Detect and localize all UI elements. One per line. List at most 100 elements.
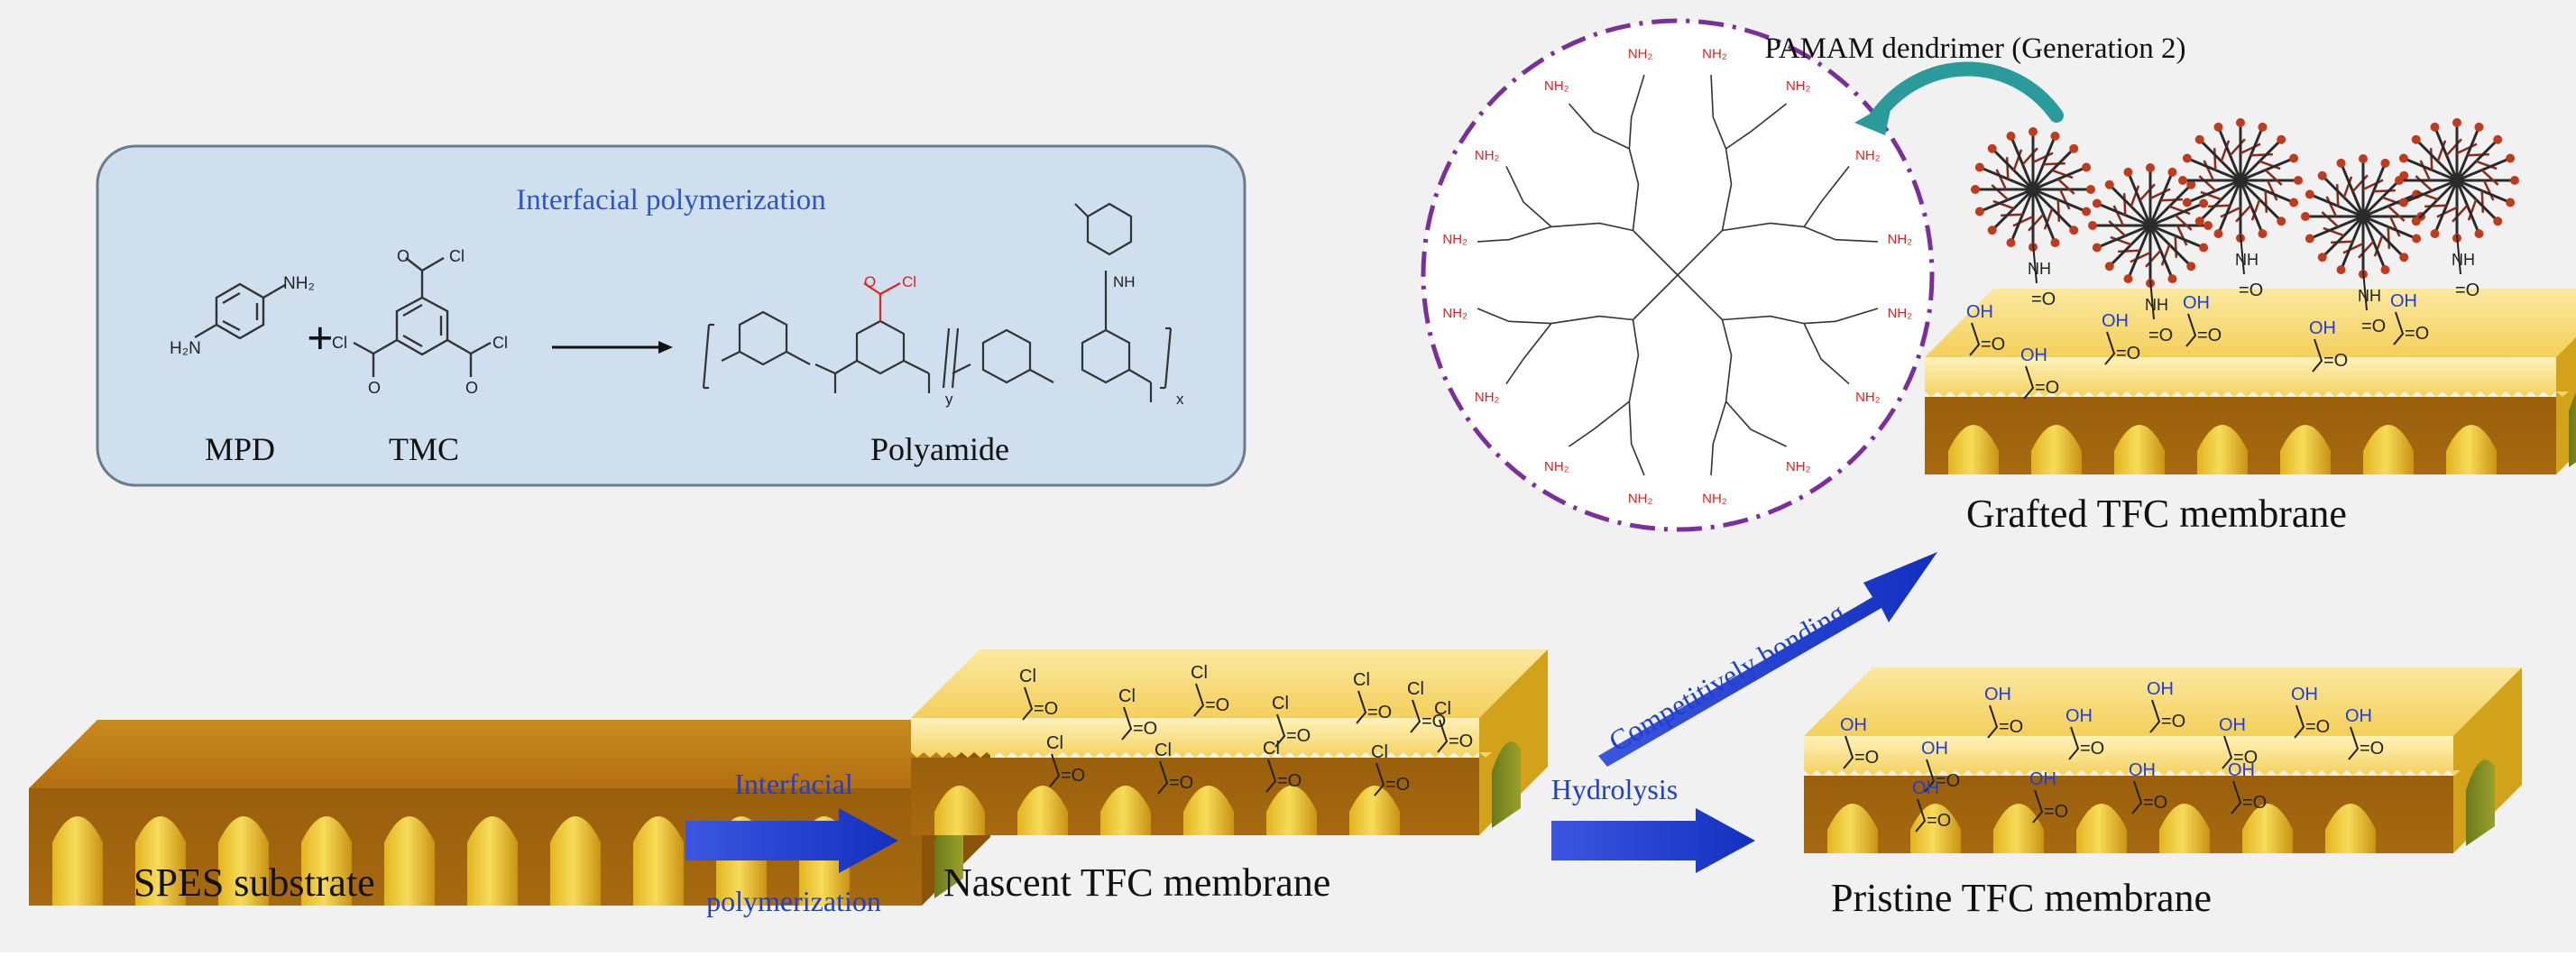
terminal-amine: NH₂ — [1888, 232, 1913, 247]
dendrimer-bonds — [1477, 74, 1879, 476]
terminal-amine: NH₂ — [1855, 148, 1881, 163]
svg-text:OH: OH — [2390, 291, 2417, 311]
svg-text:=O: =O — [2305, 717, 2330, 737]
svg-text:=O: =O — [1981, 335, 2005, 354]
svg-text:=O: =O — [2323, 351, 2348, 371]
tmc-label: TMC — [389, 431, 459, 467]
svg-text:OH: OH — [2309, 318, 2336, 338]
competitive-bonding-arrow[interactable] — [1598, 552, 1937, 767]
svg-text:OH: OH — [2029, 769, 2056, 789]
terminal-amine: NH₂ — [1888, 306, 1913, 321]
hydroxyl-group: OH=O — [2020, 345, 2059, 400]
reaction-arrow — [552, 341, 673, 354]
hydroxyl-group: OH =O — [2228, 760, 2267, 814]
hydroxyl-group: OH =O — [2129, 760, 2167, 814]
svg-text:=O: =O — [1385, 775, 1410, 795]
terminal-amine: NH₂ — [1702, 46, 1727, 61]
svg-text:OH: OH — [2147, 679, 2174, 699]
hydroxyl-group: OH=O — [1840, 715, 1879, 769]
interfacial-arrow[interactable] — [685, 808, 898, 873]
nascent-label: Nascent TFC membrane — [943, 860, 1330, 905]
grafted-dendrimer: NH =O — [2088, 163, 2213, 345]
hydroxyl-group: OH=O — [2390, 291, 2429, 345]
hydroxyl-group: OH=O — [2147, 679, 2185, 733]
acyl-chloride-group: Cl =O — [1353, 670, 1392, 724]
polyamide-subscript-x: x — [1176, 391, 1184, 408]
svg-text:=O: =O — [2143, 793, 2167, 813]
polyamide-label: Polyamide — [870, 431, 1009, 467]
grafted-label: Grafted TFC membrane — [1966, 492, 2347, 536]
terminal-amine: NH₂ — [1855, 390, 1881, 405]
svg-text:NH: NH — [2028, 260, 2051, 278]
polyamide-structure — [702, 202, 1173, 402]
tmc-o-right: O — [465, 379, 478, 397]
plus-sign: + — [307, 313, 334, 364]
svg-text:=O: =O — [1034, 699, 1058, 719]
svg-text:NH: NH — [2452, 251, 2475, 269]
tmc-structure — [353, 256, 492, 377]
svg-text:=O: =O — [1936, 771, 1960, 791]
svg-text:=O: =O — [2080, 739, 2104, 759]
svg-text:=O: =O — [2239, 281, 2263, 300]
svg-text:=O: =O — [2031, 290, 2056, 309]
svg-text:=O: =O — [1421, 712, 1446, 732]
svg-text:=O: =O — [2197, 326, 2222, 345]
svg-text:OH: OH — [2291, 685, 2318, 704]
svg-text:NH: NH — [2235, 251, 2259, 269]
svg-text:Cl: Cl — [1046, 733, 1063, 753]
hydroxyl-group: OH=O — [1984, 685, 2023, 739]
svg-text:OH: OH — [1912, 778, 1939, 798]
pristine-label: Pristine TFC membrane — [1831, 876, 2212, 920]
svg-text:=O: =O — [1061, 766, 1085, 786]
terminal-amine: NH₂ — [1544, 78, 1569, 94]
tmc-cl-top: Cl — [449, 247, 465, 265]
hydroxyl-group: OH =O — [2309, 318, 2348, 373]
svg-text:OH: OH — [1921, 739, 1948, 759]
svg-text:=O: =O — [2148, 326, 2173, 345]
terminal-amine: NH₂ — [1786, 78, 1811, 94]
terminal-amine: NH₂ — [1544, 459, 1569, 474]
svg-text:OH: OH — [1984, 685, 2011, 704]
polyamide-cl-red: Cl — [902, 273, 916, 290]
terminal-amine: NH₂ — [1442, 306, 1467, 321]
terminal-amine: NH₂ — [1475, 390, 1500, 405]
tmc-cl-left: Cl — [332, 334, 347, 352]
hydroxyl-group: OH =O — [1966, 302, 2005, 356]
panel-title: Interfacial polymerization — [516, 184, 826, 216]
svg-text:Cl: Cl — [1371, 742, 1388, 762]
svg-text:Cl: Cl — [1118, 686, 1136, 706]
dendrimer-title: PAMAM dendrimer (Generation 2) — [1764, 32, 2185, 65]
acyl-chloride-group: Cl=O — [1434, 699, 1473, 753]
svg-text:OH: OH — [1966, 302, 1993, 322]
svg-text:Cl: Cl — [1434, 699, 1451, 719]
svg-text:NH: NH — [2145, 296, 2168, 314]
terminal-amine: NH₂ — [1628, 492, 1653, 507]
svg-text:OH: OH — [2219, 715, 2246, 735]
svg-text:OH: OH — [2065, 706, 2093, 726]
interfacial-arrow-label-1: Interfacial — [734, 768, 853, 800]
tmc-o-left: O — [368, 379, 381, 397]
mpd-label: MPD — [205, 431, 275, 467]
mpd-structure — [194, 282, 286, 340]
svg-text:=O: =O — [1927, 811, 1951, 831]
svg-text:=O: =O — [2242, 793, 2267, 813]
svg-text:OH: OH — [2228, 760, 2255, 780]
tmc-o-top: O — [397, 247, 409, 265]
hydroxyl-group: OH =O — [1912, 778, 1951, 833]
interfacial-polymerization-panel: Interfacial polymerization H₂N NH₂ MPD +… — [96, 144, 1247, 487]
polyamide-o-red: O — [864, 273, 876, 290]
acyl-chloride-group: Cl =O — [1046, 733, 1085, 787]
hydroxyl-group: OH=O — [2345, 706, 2384, 760]
svg-text:Cl: Cl — [1353, 670, 1370, 690]
hydroxyl-group: OH =O — [1921, 739, 1960, 793]
terminal-amine: NH₂ — [1442, 232, 1467, 247]
hydrolysis-arrow[interactable] — [1551, 808, 1755, 873]
svg-text:OH: OH — [2345, 706, 2372, 726]
polyamide-subscript-y: y — [945, 391, 953, 408]
hydroxyl-group: OH=O — [2219, 715, 2258, 769]
svg-text:=O: =O — [1367, 703, 1392, 722]
svg-text:OH: OH — [2129, 760, 2156, 780]
terminal-amine: NH₂ — [1702, 492, 1727, 507]
